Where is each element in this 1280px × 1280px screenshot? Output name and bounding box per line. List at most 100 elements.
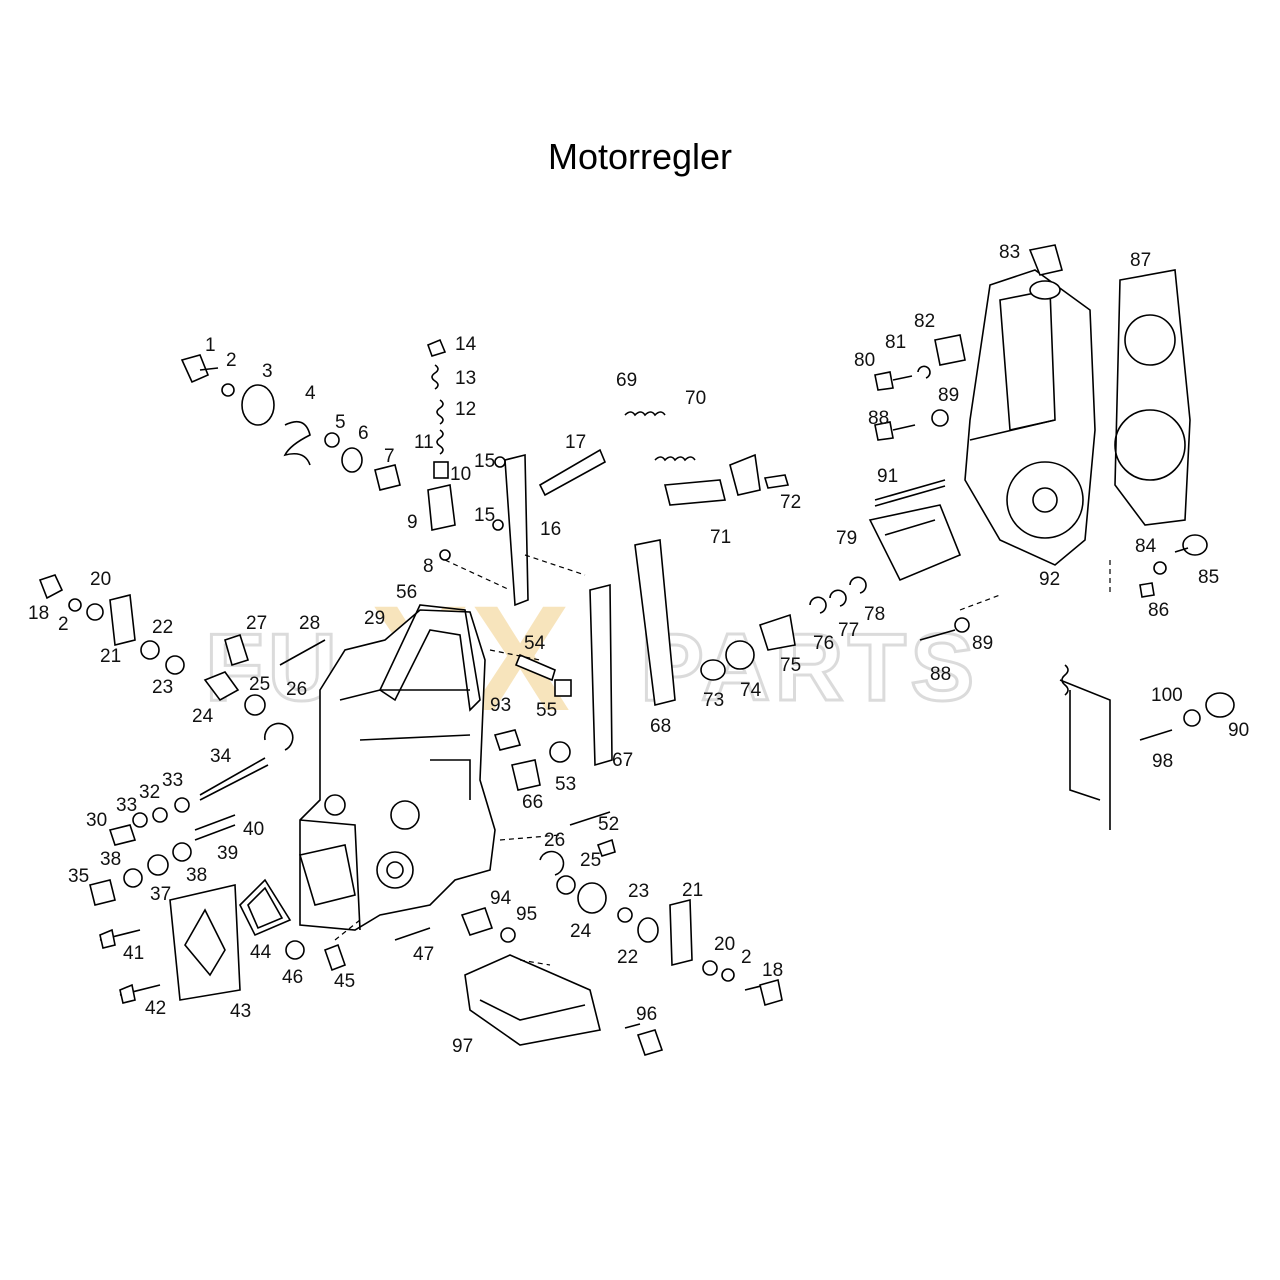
callout: 78 xyxy=(864,604,885,625)
callout: 16 xyxy=(540,519,561,540)
callout: 72 xyxy=(780,492,801,513)
callout: 40 xyxy=(243,819,264,840)
callout: 25 xyxy=(580,850,601,871)
callout: 25 xyxy=(249,674,270,695)
callout: 95 xyxy=(516,904,537,925)
callout: 88 xyxy=(930,664,951,685)
callout: 89 xyxy=(972,633,993,654)
callout: 52 xyxy=(598,814,619,835)
right-housing-92 xyxy=(964,269,1096,566)
callout: 17 xyxy=(565,432,586,453)
springs-69-70 xyxy=(624,411,790,506)
gasket-87 xyxy=(1114,269,1191,526)
callout: 27 xyxy=(246,613,267,634)
callout: 74 xyxy=(740,680,762,701)
callout: 41 xyxy=(123,943,144,964)
callout: 18 xyxy=(762,960,783,981)
callout: 26 xyxy=(286,679,307,700)
callout: 85 xyxy=(1198,567,1219,588)
callout: 2 xyxy=(226,350,237,371)
callout: 13 xyxy=(455,368,476,389)
callout: 81 xyxy=(885,332,906,353)
callout: 7 xyxy=(384,446,395,467)
callout: 77 xyxy=(838,620,859,641)
housing-flange xyxy=(298,844,356,906)
callout: 21 xyxy=(100,646,121,667)
callout: 43 xyxy=(230,1001,251,1022)
cover-plate-43 xyxy=(169,884,241,1001)
right-center-parts xyxy=(809,479,970,641)
callout: 45 xyxy=(334,971,355,992)
callout: 46 xyxy=(282,967,303,988)
callout: 21 xyxy=(682,880,703,901)
callout: 12 xyxy=(455,399,476,420)
callout: 89 xyxy=(938,385,959,406)
callout: 83 xyxy=(999,242,1020,263)
callout: 94 xyxy=(490,888,512,909)
callout: 15 xyxy=(474,451,495,472)
callout: 55 xyxy=(536,700,557,721)
watermark-text-left: FU xyxy=(205,614,341,721)
callout: 26 xyxy=(544,830,565,851)
callout: 2 xyxy=(58,614,69,635)
callout: 15 xyxy=(474,505,495,526)
callout: 6 xyxy=(358,423,369,444)
dashed-leaders xyxy=(334,554,1111,966)
callout: 70 xyxy=(685,388,706,409)
callout: 39 xyxy=(217,843,238,864)
callout: 8 xyxy=(423,556,434,577)
callout: 23 xyxy=(628,881,649,902)
callout: 2 xyxy=(741,947,752,968)
callout: 56 xyxy=(396,582,417,603)
bottom-right-housing xyxy=(1059,664,1235,830)
callout: 20 xyxy=(714,934,735,955)
bottom-center-parts xyxy=(460,850,783,1056)
watermark: FU XX PARTS xyxy=(204,574,976,742)
callout: 11 xyxy=(414,432,434,453)
callout: 33 xyxy=(116,795,137,816)
callout: 1 xyxy=(205,335,216,356)
levers-67-68 xyxy=(493,539,796,857)
top-right-parts xyxy=(874,244,1208,598)
callout: 84 xyxy=(1135,536,1157,557)
callout: 37 xyxy=(150,884,171,905)
governor-housing xyxy=(299,609,496,931)
top-left-parts xyxy=(180,354,401,491)
callout: 79 xyxy=(836,528,857,549)
callout: 4 xyxy=(305,383,316,404)
callout: 73 xyxy=(703,690,724,711)
center-springs xyxy=(426,338,607,607)
callout: 32 xyxy=(139,782,160,803)
callout: 18 xyxy=(28,603,49,624)
callout: 23 xyxy=(152,677,173,698)
callout: 71 xyxy=(710,527,731,548)
callout: 30 xyxy=(86,810,107,831)
callout: 100 xyxy=(1151,685,1183,706)
callout: 24 xyxy=(192,706,214,727)
callout: 66 xyxy=(522,792,543,813)
callout: 9 xyxy=(407,512,418,533)
callout: 87 xyxy=(1130,250,1151,271)
callout: 44 xyxy=(250,942,272,963)
callout: 14 xyxy=(455,334,477,355)
callout: 98 xyxy=(1152,751,1173,772)
callout: 47 xyxy=(413,944,434,965)
callout: 82 xyxy=(914,311,935,332)
callout: 54 xyxy=(524,633,546,654)
callout: 53 xyxy=(555,774,576,795)
callout: 86 xyxy=(1148,600,1169,621)
callout: 22 xyxy=(152,617,173,638)
callout: 93 xyxy=(490,695,511,716)
callout: 67 xyxy=(612,750,633,771)
callout: 91 xyxy=(877,466,898,487)
callout: 75 xyxy=(780,655,801,676)
callout: 33 xyxy=(162,770,183,791)
callout: 69 xyxy=(616,370,637,391)
callout: 96 xyxy=(636,1004,657,1025)
callout: 97 xyxy=(452,1036,473,1057)
callout: 28 xyxy=(299,613,320,634)
callout: 5 xyxy=(335,412,346,433)
callout: 20 xyxy=(90,569,111,590)
callout: 68 xyxy=(650,716,671,737)
